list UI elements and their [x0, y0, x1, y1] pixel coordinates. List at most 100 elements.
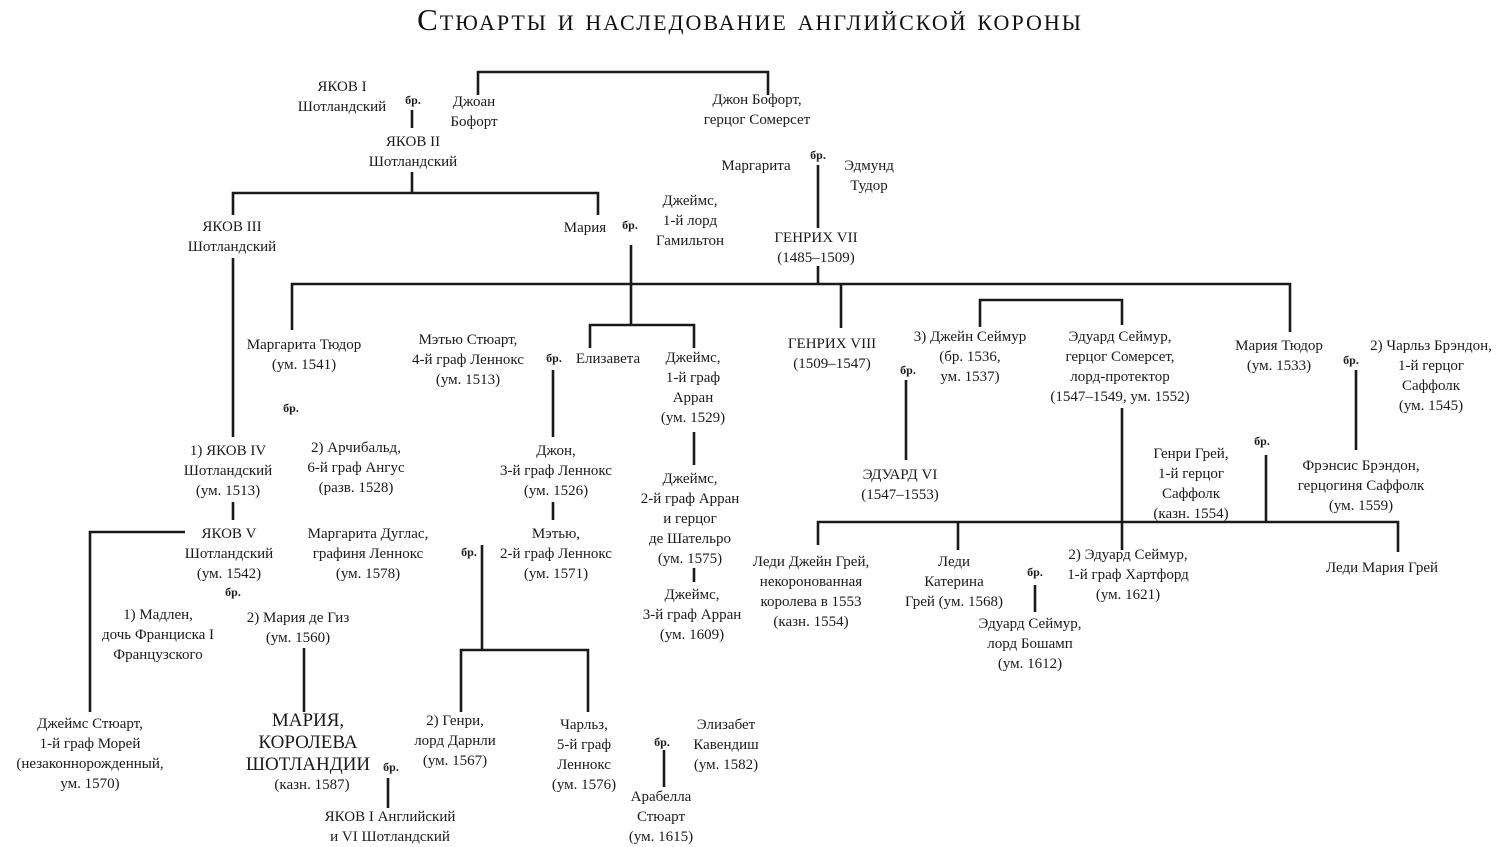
person-james-arran-3: Джеймс,3-й граф Арран(ум. 1609)	[643, 585, 742, 645]
person-edward-seymour-somerset: Эдуард Сеймур,герцог Сомерсет,лорд-проте…	[1050, 327, 1189, 407]
person-label-line: (ум. 1560)	[265, 630, 331, 646]
marriage-marker: бр.	[622, 218, 638, 232]
person-label-line: 2) Чарльз Брэндон,	[1370, 338, 1492, 354]
person-label-line: (ум. 1609)	[659, 627, 725, 643]
person-label-line: Эдуард Сеймур,	[978, 616, 1082, 632]
person-label-line: (ум. 1529)	[660, 410, 726, 426]
person-label-line: Мария	[563, 220, 607, 236]
person-label-line: (ум. 1545)	[1398, 398, 1464, 414]
person-label-line: 1-й герцог	[1157, 466, 1225, 482]
person-label-line: Джон,	[536, 443, 576, 459]
person-margaret-tudor: Маргарита Тюдор(ум. 1541)	[247, 335, 361, 375]
person-label-line: Мэтью Стюарт,	[418, 332, 518, 348]
person-label-line: королева в 1553	[760, 594, 862, 610]
person-mary-queen-of-scots-note: (казн. 1587)	[274, 775, 349, 795]
person-edward-seymour-beauchamp: Эдуард Сеймур, лорд Бошамп (ум. 1612)	[979, 614, 1082, 674]
person-label-line: КОРОЛЕВА	[258, 732, 358, 753]
person-label-line: 1-й граф Морей	[39, 736, 141, 752]
marriage-marker: бр.	[1254, 434, 1270, 448]
person-label-line: Мэтью,	[531, 526, 581, 542]
person-frances-brandon: Фрэнсис Брэндон,герцогиня Саффолк(ум. 15…	[1298, 456, 1425, 516]
person-label-line: и герцог	[663, 511, 717, 527]
person-label-line: Маргарита Тюдор	[246, 337, 362, 353]
person-label-line: 2) Мария де Гиз	[246, 610, 350, 626]
person-label-line: (ум. 1612)	[997, 656, 1063, 672]
person-label-line: (ум. 1542)	[196, 566, 262, 582]
person-label-line: ум. 1570)	[60, 776, 120, 792]
person-label-line: (ум. 1615)	[628, 829, 694, 845]
person-margaret-beaufort: Маргарита	[721, 156, 790, 176]
person-lady-mary-grey: Леди Мария Грей	[1326, 558, 1438, 578]
person-label-line: ГЕНРИХ VII	[774, 230, 858, 246]
person-label-line: и VI Шотландский	[330, 829, 450, 845]
person-label-line: Французского	[113, 647, 203, 663]
person-label-line: (ум. 1533)	[1246, 358, 1312, 374]
maria-hamilton-to-children	[588, 245, 696, 348]
person-elizabeth-hamilton: Елизавета	[576, 349, 640, 369]
person-label-line: Джеймс Стюарт,	[37, 716, 143, 732]
person-label-line: Фрэнсис Брэндон,	[1302, 458, 1420, 474]
person-label-line: Мария Тюдор	[1235, 338, 1323, 354]
person-label-line: (ум. 1559)	[1328, 498, 1394, 514]
person-henry-darnley: 2) Генри,лорд Дарнли(ум. 1567)	[414, 711, 496, 771]
person-label-line: (ум. 1621)	[1095, 587, 1161, 603]
person-label-line: (незаконнорожденный,	[16, 756, 164, 772]
person-label-line: (разв. 1528)	[318, 480, 394, 496]
person-label-line: Стюарт	[636, 809, 686, 825]
person-label-line: Саффолк	[1161, 486, 1221, 502]
person-label-line: графиня Леннокс	[312, 546, 424, 562]
person-label-line: 5-й граф	[556, 737, 612, 753]
person-label-line: (1547–1549, ум. 1552)	[1050, 389, 1190, 405]
person-label-line: 1-й граф	[665, 370, 721, 386]
marriage-marker: бр.	[654, 735, 670, 749]
person-label-line: Елизавета	[575, 351, 641, 367]
person-label-line: 1) Мадлен,	[123, 607, 193, 623]
person-label-line: ЯКОВ II	[385, 134, 441, 150]
person-label-line: 1-й граф Хартфорд	[1067, 567, 1189, 583]
person-label-line: Леди	[937, 554, 971, 570]
person-archibald-angus: 2) Арчибальд,6-й граф Ангус(разв. 1528)	[307, 438, 404, 498]
marriage-marker: бр.	[383, 760, 399, 774]
person-label-line: Эдуард Сеймур,	[1068, 329, 1172, 345]
person-label-line: (1547–1553)	[861, 487, 939, 503]
person-mary-tudor: Мария Тюдор (ум. 1533)	[1235, 336, 1323, 376]
person-label-line: Чарльз,	[560, 717, 608, 733]
person-label-line: Леннокс	[557, 757, 611, 773]
person-label-line: Шотландский	[183, 463, 273, 479]
person-john-beaufort: Джон Бофорт,герцог Сомерсет	[704, 90, 810, 130]
beaufort-siblings-connector	[476, 70, 770, 95]
marriage-marker: бр.	[1343, 353, 1359, 367]
person-label-line: 2) Генри,	[426, 713, 484, 729]
henry7-children-bar	[290, 266, 1292, 332]
person-label-line: (1509–1547)	[793, 356, 871, 372]
person-label-line: МАРИЯ,	[271, 710, 345, 731]
person-label-line: 4-й граф Леннокс	[412, 352, 524, 368]
person-label-line: (ум. 1571)	[523, 566, 589, 582]
person-label-line: Тудор	[850, 178, 888, 194]
person-label-line: Шотландский	[297, 99, 387, 115]
person-label-line: лорд Бошамп	[987, 636, 1073, 652]
person-label-line: Джеймс,	[664, 587, 720, 603]
person-label-line: (казн. 1587)	[274, 777, 350, 793]
jacob2-children-bar	[231, 172, 600, 215]
person-label-line: 2-й граф Арран	[640, 491, 740, 507]
seymour-siblings-connector	[978, 298, 1124, 327]
person-maria-stewart: Мария	[564, 218, 606, 238]
person-label-line: Кавендиш	[693, 737, 759, 753]
marriage-marker: бр.	[900, 363, 916, 377]
person-label-line: Катерина	[924, 574, 984, 590]
person-label-line: 1-й лорд	[662, 213, 718, 229]
